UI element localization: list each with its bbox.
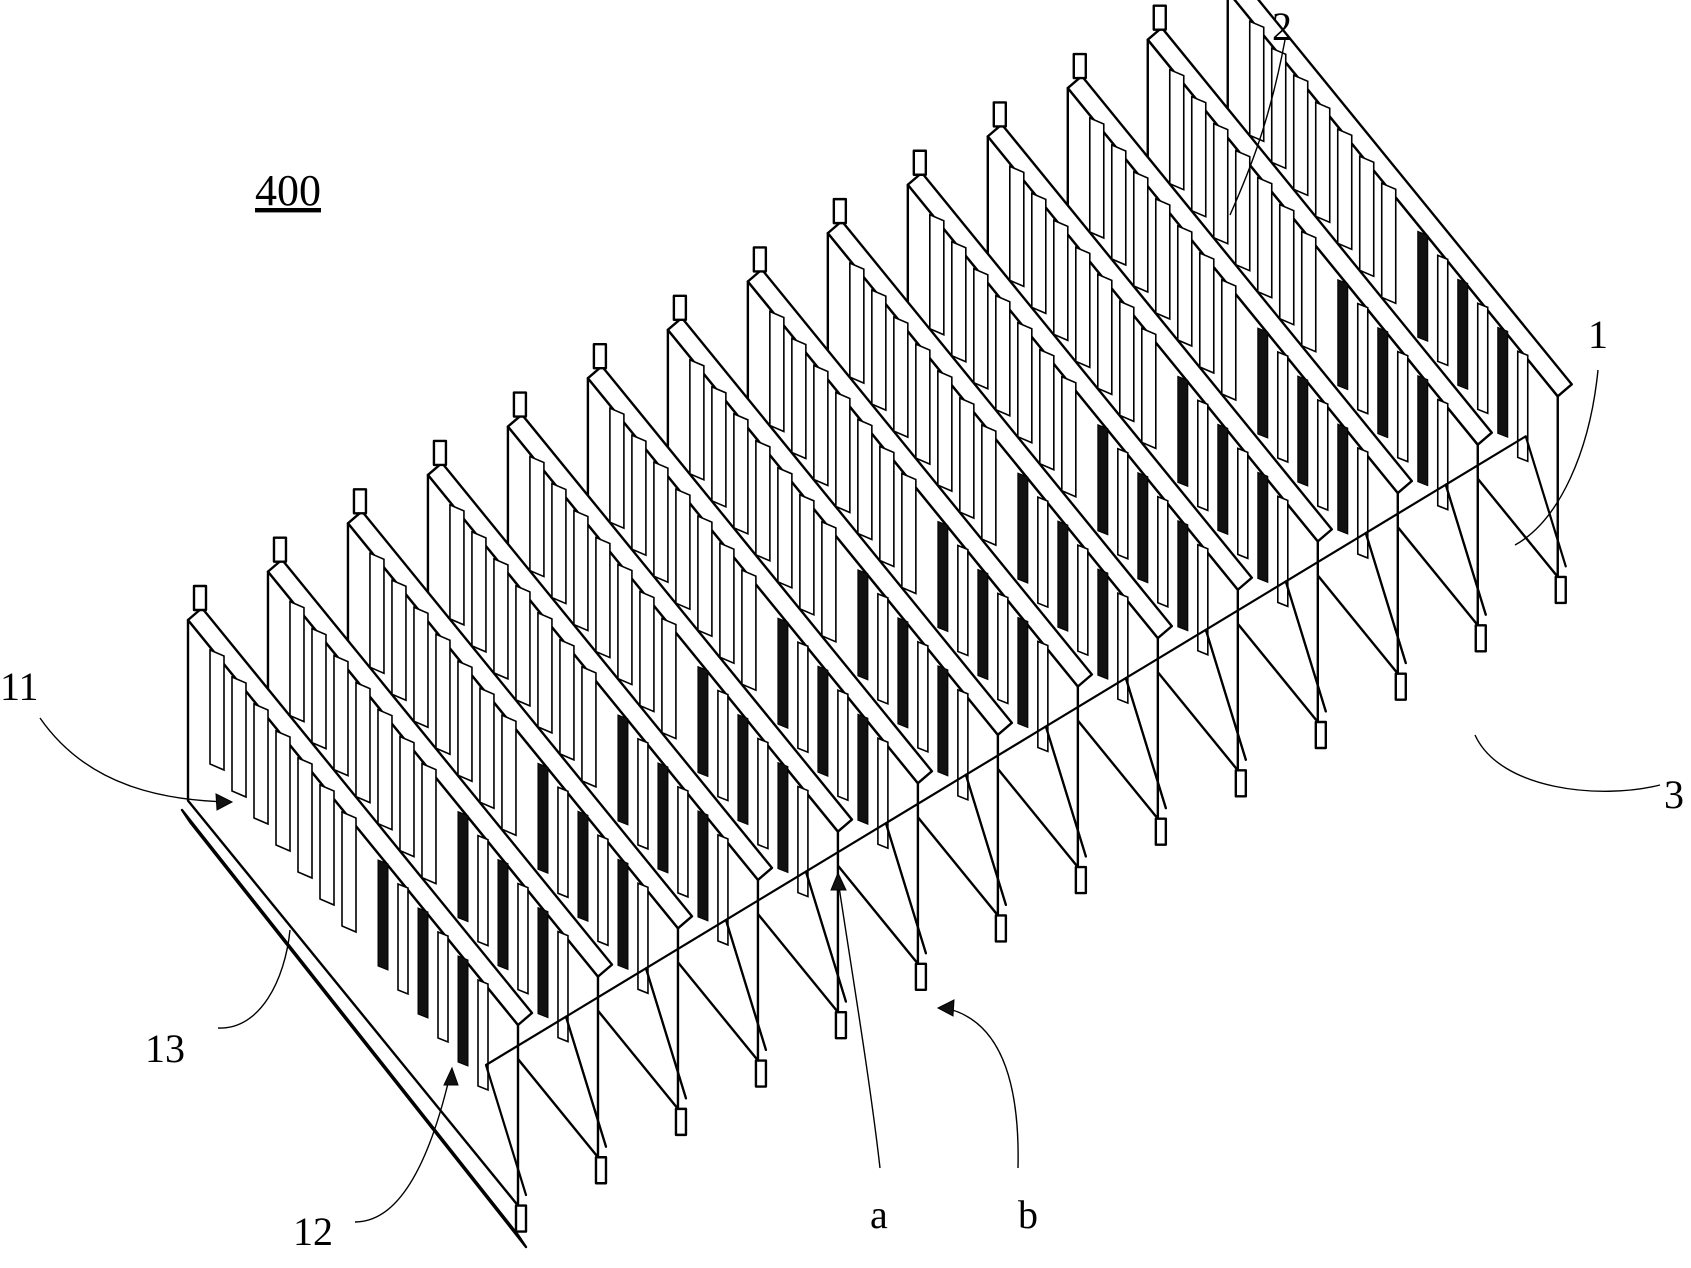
label-3: 3 (1664, 772, 1684, 817)
label-11: 11 (0, 664, 39, 709)
leader-line-3 (1475, 735, 1660, 791)
figure-number: 400 (255, 166, 321, 215)
label-13: 13 (145, 1026, 185, 1071)
arrowhead-b (938, 1000, 954, 1016)
leader-line-b (945, 1008, 1018, 1168)
label-12: 12 (293, 1209, 333, 1254)
leader-line-13 (218, 930, 290, 1028)
label-a: a (870, 1192, 888, 1237)
label-2: 2 (1272, 4, 1292, 49)
label-1: 1 (1588, 312, 1608, 357)
label-b: b (1018, 1192, 1038, 1237)
panel-stack (182, 0, 1572, 1247)
